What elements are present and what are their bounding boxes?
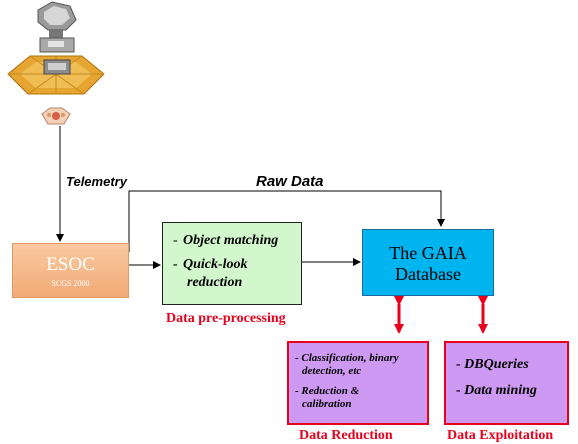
database-title-line2: Database <box>395 264 461 284</box>
satellite-lower-icon <box>41 107 71 125</box>
data-reduction-caption: Data Reduction <box>299 428 393 443</box>
preprocessing-dash: - <box>173 257 178 272</box>
sunshield-icon <box>7 55 105 95</box>
exploitation-item: - Data mining <box>456 383 537 398</box>
satellite-illustration <box>7 1 105 125</box>
esoc-box: ESOC SCGS 2000 <box>12 243 129 298</box>
reduction-item: - Classification, binary <box>295 352 399 364</box>
preprocessing-dash: - <box>173 233 178 248</box>
preprocessing-item: reduction <box>187 275 243 290</box>
raw-data-label: Raw Data <box>256 173 324 190</box>
exploitation-item: - DBQueries <box>456 357 529 372</box>
data-reduction-box: - Classification, binary detection, etc … <box>287 341 429 425</box>
raw-data-line <box>128 190 445 252</box>
telemetry-label: Telemetry <box>66 174 127 189</box>
preprocessing-caption: Data pre-processing <box>166 311 286 326</box>
data-exploitation-caption: Data Exploitation <box>447 428 554 443</box>
esoc-subtitle: SCGS 2000 <box>51 279 90 288</box>
preprocessing-item: Object matching <box>183 233 279 248</box>
reduction-item: calibration <box>302 398 352 410</box>
esoc-title: ESOC <box>46 254 95 275</box>
database-title-line1: The GAIA <box>389 243 467 263</box>
satellite-module-icon <box>37 1 77 53</box>
preprocessing-item: Quick-look <box>183 257 248 272</box>
gaia-database-box: The GAIA Database <box>362 229 494 296</box>
reduction-item: detection, etc <box>302 365 362 377</box>
preprocessing-box: - Object matching - Quick-look reduction <box>162 222 302 305</box>
data-exploitation-box: - DBQueries - Data mining <box>444 341 569 425</box>
reduction-item: - Reduction & <box>295 385 360 397</box>
